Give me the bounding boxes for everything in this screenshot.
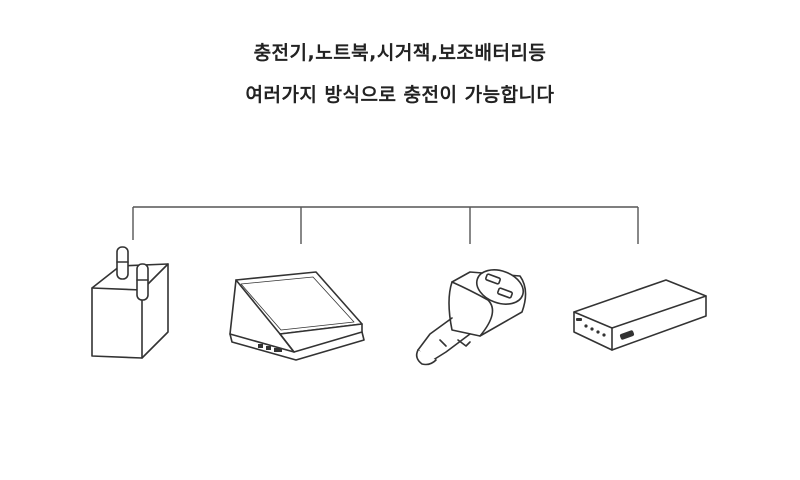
connector-lines: [132, 206, 639, 244]
wall-charger-icon: [91, 246, 169, 359]
power-bank-icon: [573, 279, 707, 351]
car-charger-icon: [415, 269, 527, 366]
laptop-icon: [229, 271, 365, 361]
caption-line-1: 충전기,노트북,시거잭,보조배터리등: [253, 42, 547, 64]
caption-line-2: 여러가지 방식으로 충전이 가능합니다: [245, 84, 555, 106]
